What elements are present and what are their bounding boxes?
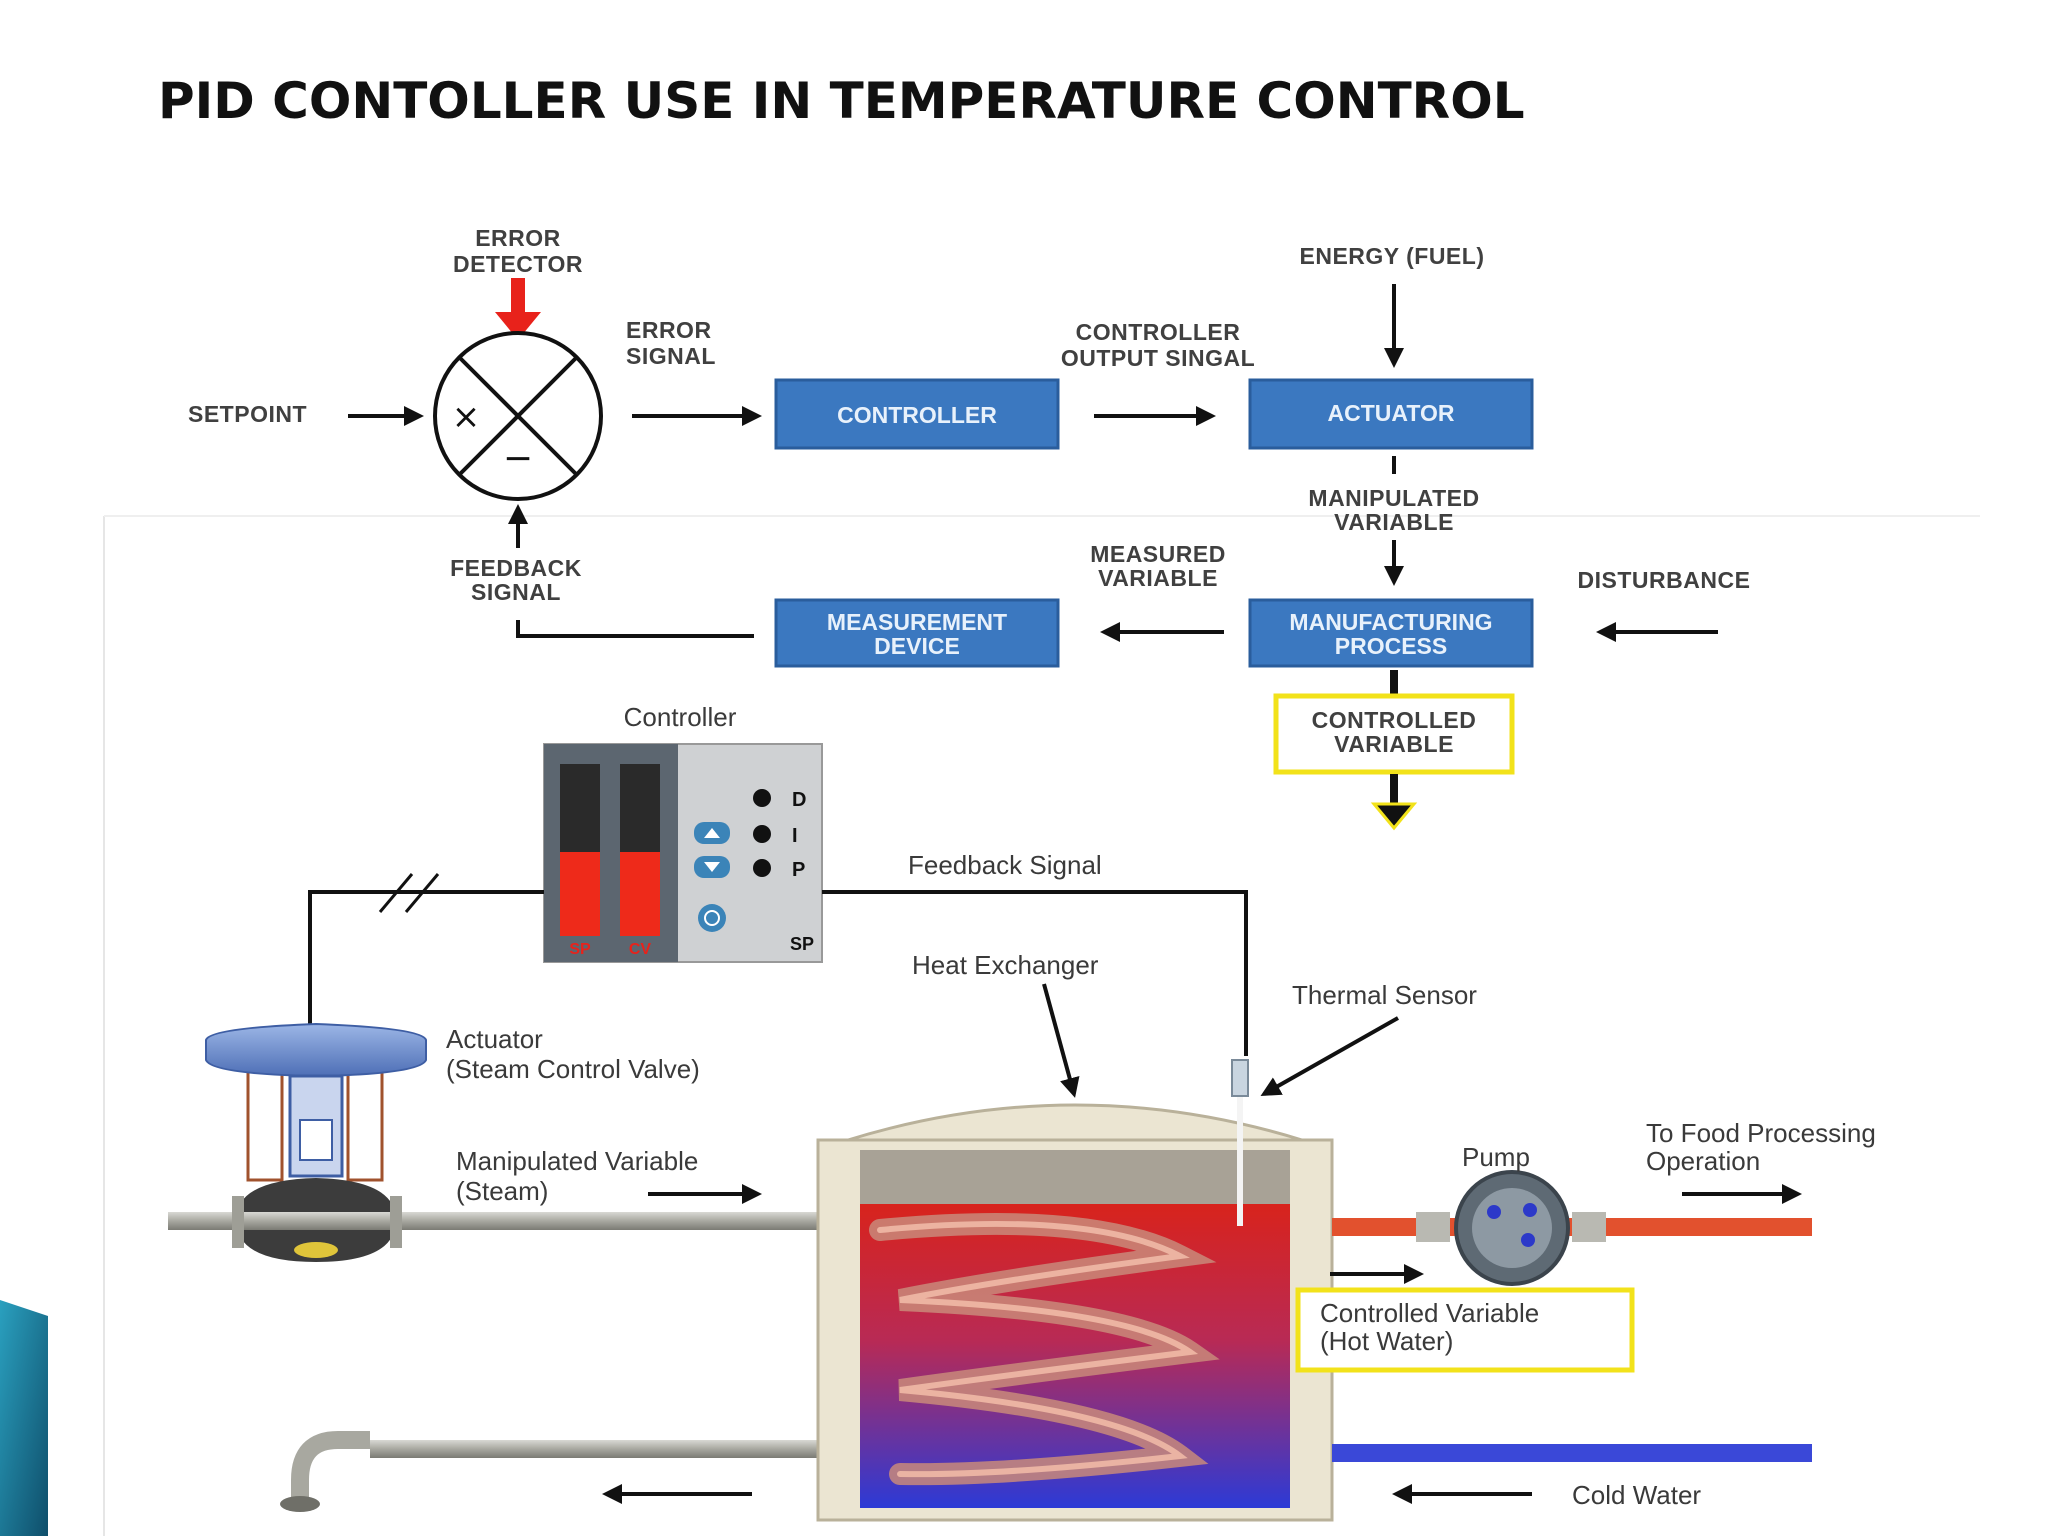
steam-pipe bbox=[168, 1212, 828, 1230]
actuator-label-2: (Steam Control Valve) bbox=[446, 1054, 700, 1084]
manipulated-steam-label-1: Manipulated Variable bbox=[456, 1146, 698, 1176]
measured-variable-label-1: MEASURED bbox=[1090, 541, 1226, 567]
error-detector-arrow bbox=[495, 278, 541, 340]
controlled-variable-hot-water-box: Controlled Variable (Hot Water) bbox=[1295, 1287, 1635, 1373]
manufacturing-process-label-2: PROCESS bbox=[1335, 633, 1447, 659]
controlled-variable-label-1: CONTROLLED bbox=[1312, 707, 1477, 733]
panel-sp-label: SP bbox=[790, 934, 814, 954]
manufacturing-process-block: MANUFACTURING PROCESS bbox=[1248, 598, 1534, 668]
error-signal-label-1: ERROR bbox=[626, 317, 712, 343]
teal-accent bbox=[0, 1300, 48, 1536]
measured-variable-label-2: VARIABLE bbox=[1098, 565, 1218, 591]
manipulated-steam-label-2: (Steam) bbox=[456, 1176, 548, 1206]
controller-output-label-1: CONTROLLER bbox=[1076, 319, 1241, 345]
heat-exchanger-arrow bbox=[1042, 983, 1080, 1098]
heat-exchanger-label: Heat Exchanger bbox=[912, 950, 1099, 980]
cold-water-pipe bbox=[1332, 1444, 1812, 1462]
sp-bar-label: SP bbox=[569, 941, 591, 958]
actuator-block: ACTUATOR bbox=[1248, 378, 1534, 450]
disturbance-label: DISTURBANCE bbox=[1578, 567, 1751, 593]
controlled-variable-arrow bbox=[1370, 802, 1418, 831]
cold-water-label: Cold Water bbox=[1572, 1480, 1701, 1510]
controlled-variable-box: CONTROLLED VARIABLE bbox=[1273, 693, 1515, 775]
controller-to-valve-wire bbox=[308, 890, 544, 1030]
controller-panel: SP CV D I P SP bbox=[543, 743, 823, 963]
i-label: I bbox=[792, 825, 798, 847]
actuator-label-1: Actuator bbox=[446, 1024, 543, 1054]
feedback-signal-text: Feedback Signal bbox=[908, 850, 1102, 880]
feedback-signal-label-1: FEEDBACK bbox=[450, 555, 582, 581]
slide-title: PID CONTOLLER USE IN TEMPERATURE CONTROL bbox=[158, 72, 1525, 130]
steam-control-valve[interactable] bbox=[205, 1022, 427, 1262]
manipulated-variable-label-2: VARIABLE bbox=[1334, 509, 1454, 535]
thermal-sensor-arrow bbox=[1260, 1016, 1399, 1096]
return-pipe-elbow bbox=[291, 1431, 370, 1500]
controller-title: Controller bbox=[624, 702, 737, 732]
reset-button bbox=[698, 904, 726, 932]
error-detector-label-2: DETECTOR bbox=[453, 251, 583, 277]
summing-plus: × bbox=[452, 397, 481, 437]
actuator-block-label: ACTUATOR bbox=[1328, 400, 1455, 426]
cv-bar bbox=[620, 852, 660, 936]
controlled-hot-water-label-1: Controlled Variable bbox=[1320, 1298, 1539, 1328]
d-label: D bbox=[792, 789, 806, 811]
controlled-hot-water-label-2: (Hot Water) bbox=[1320, 1326, 1453, 1356]
heat-exchanger-tank bbox=[816, 1059, 1334, 1522]
measurement-device-label-2: DEVICE bbox=[874, 633, 960, 659]
sp-bar bbox=[560, 852, 600, 936]
return-pipe bbox=[370, 1440, 830, 1458]
feedback-signal-wire bbox=[822, 890, 1248, 1056]
error-detector-label-1: ERROR bbox=[475, 225, 561, 251]
controller-block: CONTROLLER bbox=[774, 378, 1060, 450]
feedback-signal-label-2: SIGNAL bbox=[471, 579, 561, 605]
to-food-label-2: Operation bbox=[1646, 1146, 1760, 1176]
feedback-line bbox=[516, 620, 754, 638]
p-label: P bbox=[792, 859, 805, 881]
manipulated-variable-label-1: MANIPULATED bbox=[1308, 485, 1479, 511]
thermal-sensor-label: Thermal Sensor bbox=[1292, 980, 1477, 1010]
summing-minus: − bbox=[503, 438, 533, 479]
pump-label: Pump bbox=[1462, 1142, 1530, 1172]
manufacturing-process-label-1: MANUFACTURING bbox=[1289, 609, 1492, 635]
setpoint-label: SETPOINT bbox=[188, 401, 307, 427]
energy-label: ENERGY (FUEL) bbox=[1300, 243, 1485, 269]
measurement-device-label-1: MEASUREMENT bbox=[827, 609, 1007, 635]
error-signal-label-2: SIGNAL bbox=[626, 343, 716, 369]
to-food-label-1: To Food Processing bbox=[1646, 1118, 1876, 1148]
controller-block-label: CONTROLLER bbox=[837, 402, 997, 428]
summing-junction: × − bbox=[433, 331, 603, 501]
controlled-variable-label-2: VARIABLE bbox=[1334, 731, 1454, 757]
pump bbox=[1416, 1170, 1606, 1286]
cv-bar-label: CV bbox=[629, 941, 652, 958]
measurement-device-block: MEASUREMENT DEVICE bbox=[774, 598, 1060, 668]
controller-output-label-2: OUTPUT SINGAL bbox=[1061, 345, 1255, 371]
